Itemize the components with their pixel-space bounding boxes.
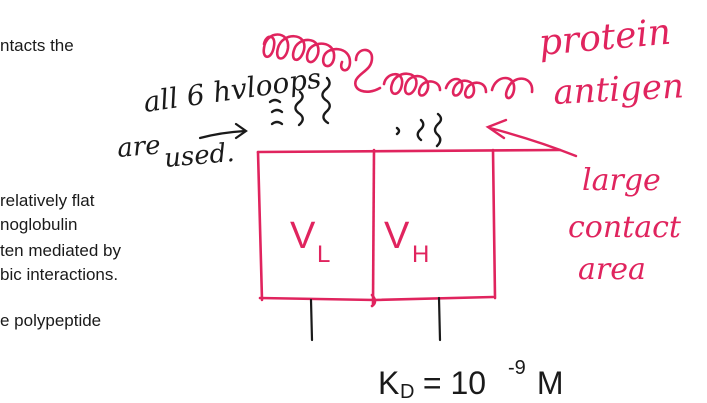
vh-label: V [384, 215, 410, 257]
slide-text-line-4: ten mediated by [0, 241, 121, 260]
contact-label-line-3: area [578, 252, 646, 287]
vl-label: V [290, 215, 316, 257]
slide-text-line-1: ntacts the [0, 36, 74, 55]
kd-unit: M [528, 365, 564, 401]
loops-note-line-2b: used. [163, 138, 236, 174]
slide-text-line-3: noglobulin [0, 215, 78, 234]
slide-text-line-5: bic interactions. [0, 265, 119, 284]
antigen-label: antigen [552, 66, 684, 113]
arrow-right-icon [198, 122, 248, 140]
protein-label: protein [537, 12, 672, 64]
hypervariable-loops-drawing [268, 76, 443, 148]
domain-stems-drawing [309, 296, 442, 342]
kd-exponent: -9 [508, 357, 526, 379]
vh-label-subscript: H [412, 241, 429, 268]
slide-text-line-2: relatively flat [0, 191, 95, 210]
protein-antigen-coil-drawing [262, 33, 534, 100]
contact-arrow-icon [485, 118, 578, 158]
slide-text-line-6: e polypeptide [0, 311, 102, 330]
vl-label-subscript: L [317, 241, 330, 268]
antibody-v-domains-drawing [256, 148, 562, 308]
kd-symbol: K [378, 365, 399, 401]
contact-label-line-2: contact [568, 210, 682, 245]
dissociation-constant-note: K D = 10 -9 M [378, 357, 564, 403]
kd-equals-value: = 10 [414, 365, 486, 401]
contact-label-line-1: large [582, 163, 661, 198]
kd-subscript: D [400, 381, 414, 403]
loops-note-line-2a: are [116, 130, 162, 164]
